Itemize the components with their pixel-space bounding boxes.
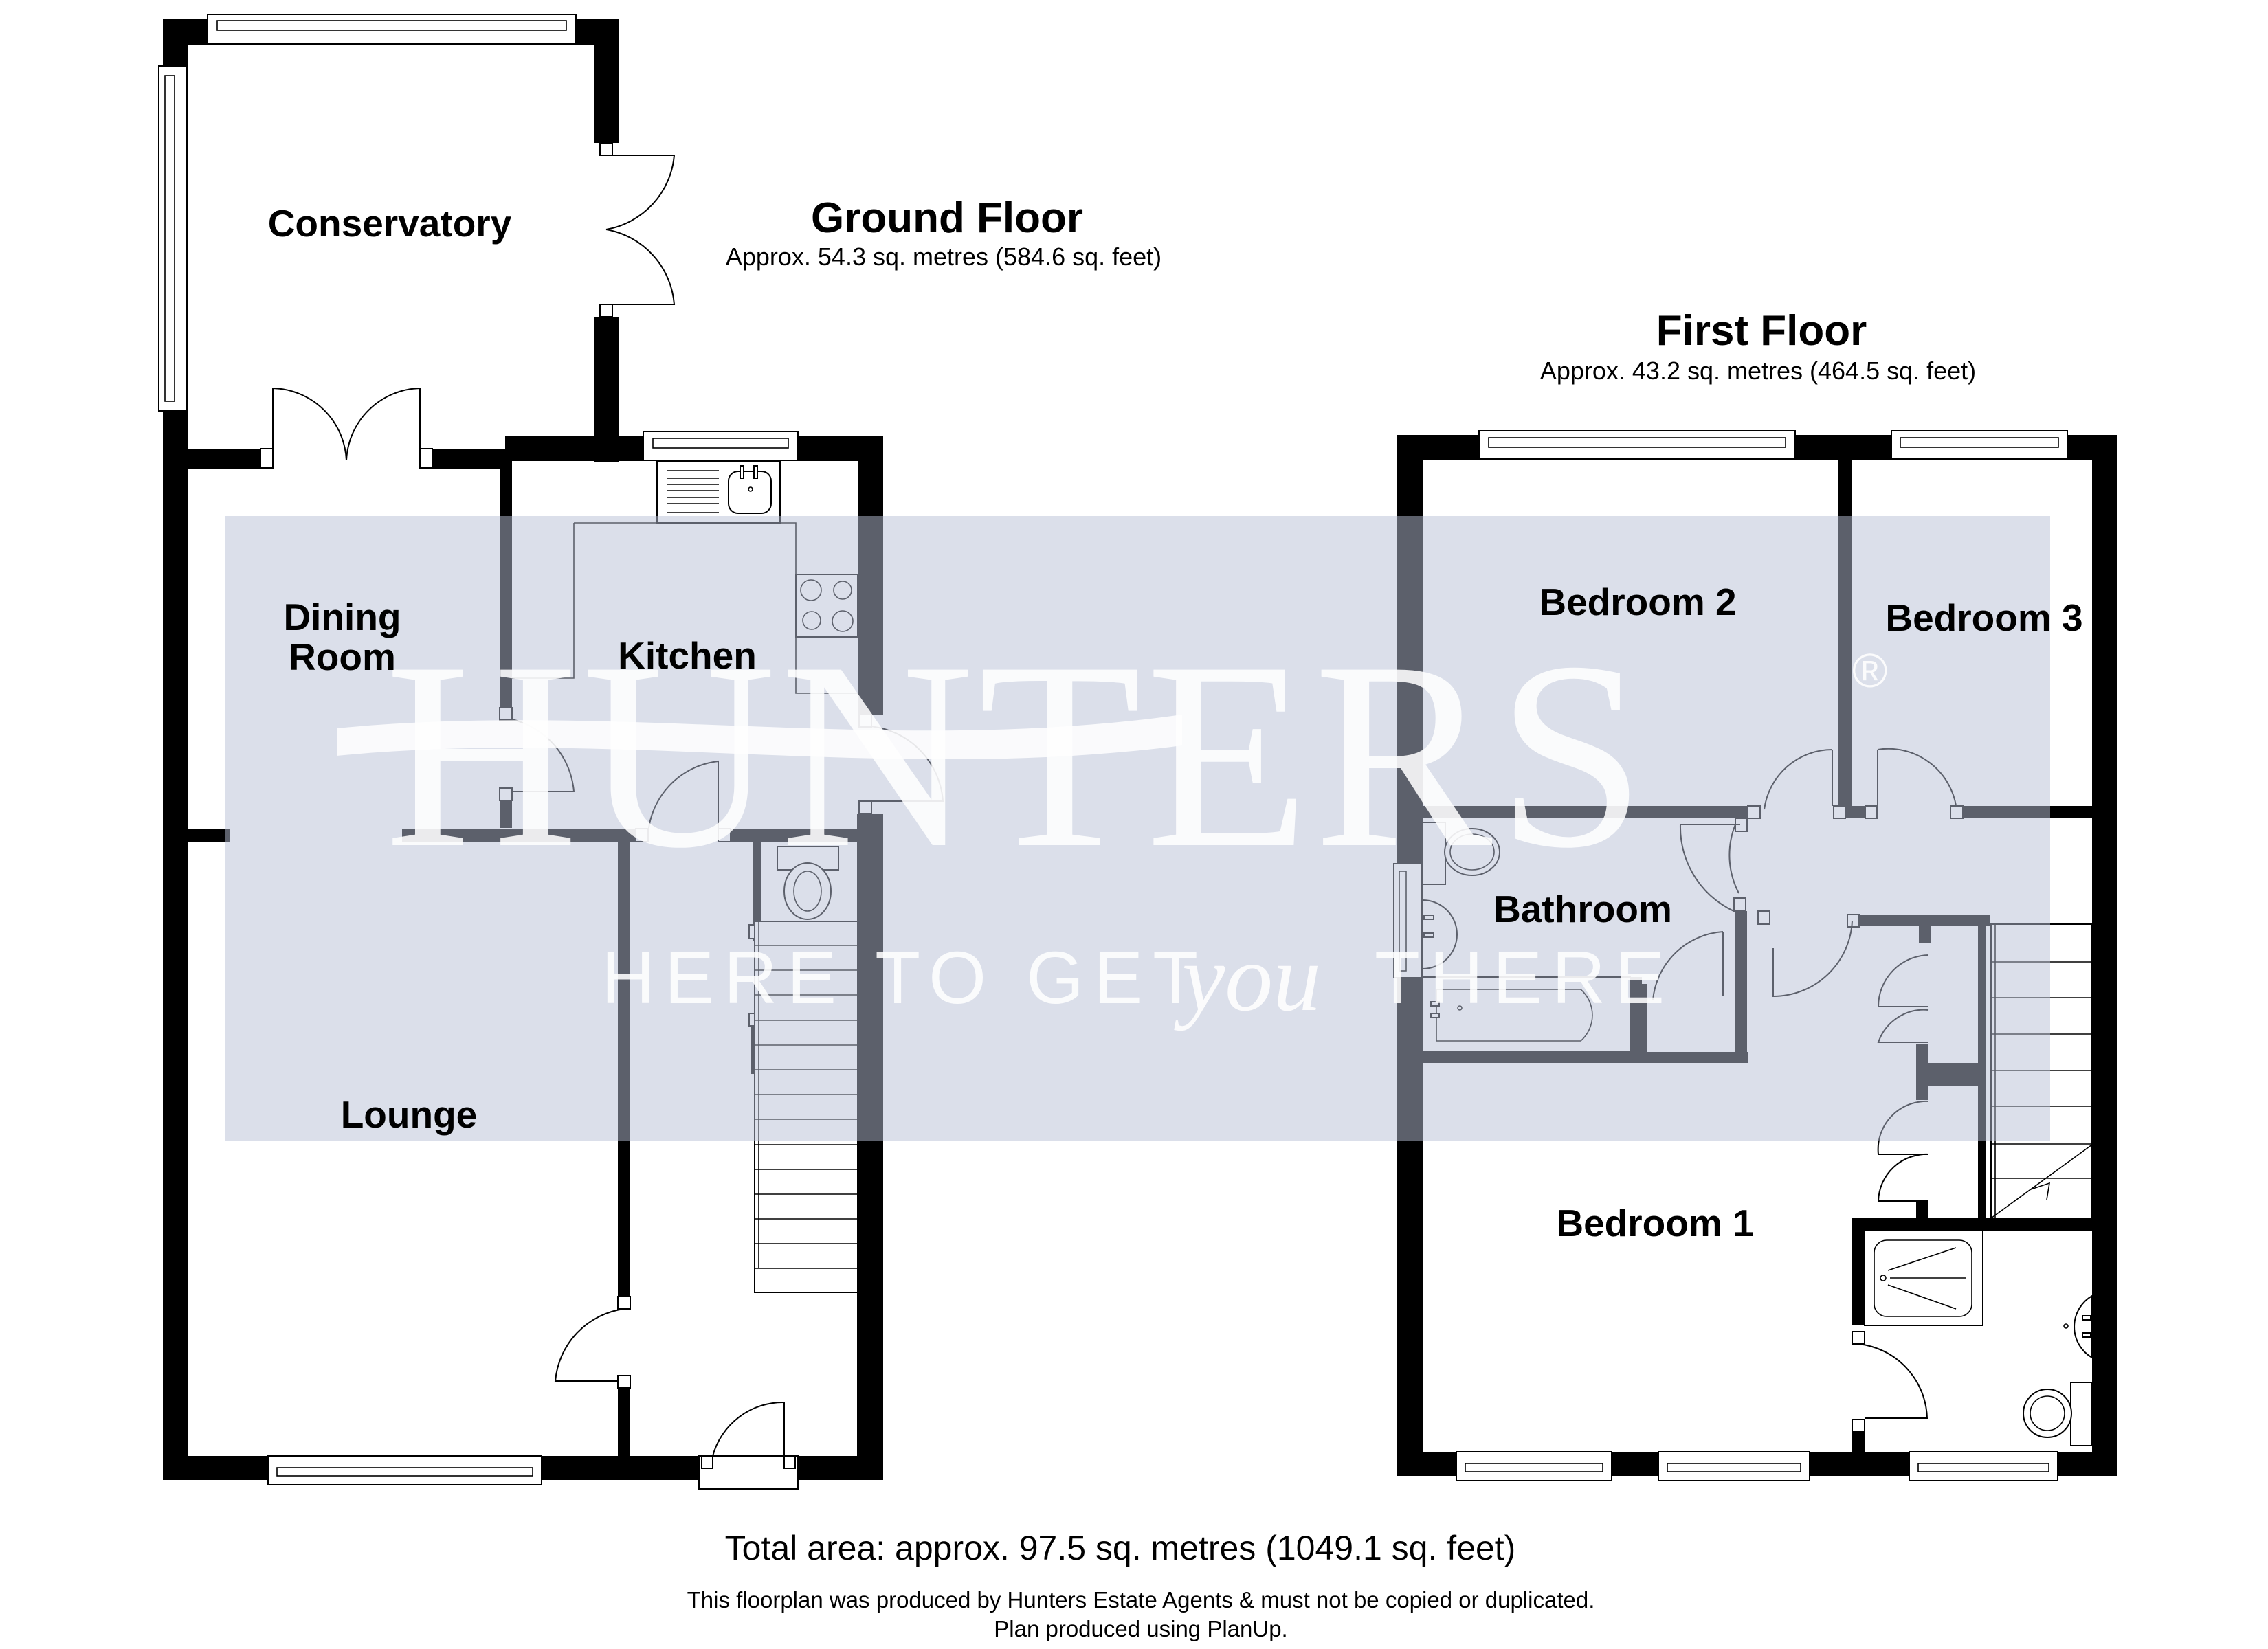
disclaimer: This floorplan was produced by Hunters E… [687, 1587, 1595, 1613]
kitchen-window [643, 431, 799, 461]
dining-top-wall [163, 388, 505, 469]
label-lounge: Lounge [341, 1093, 478, 1136]
hunters-watermark: HUNTERS ® HERE TO GET you THERE [225, 516, 2050, 1141]
footer: Total area: approx. 97.5 sq. metres (104… [687, 1529, 1595, 1641]
ensuite-window [1909, 1451, 2058, 1481]
conservatory-left-window [158, 65, 188, 412]
lounge-window [267, 1455, 542, 1485]
first-floor-area: Approx. 43.2 sq. metres (464.5 sq. feet) [1540, 357, 1976, 385]
watermark-band [225, 516, 2050, 1141]
bedroom-3-window [1891, 430, 2068, 459]
ensuite-toilet-icon [2023, 1382, 2093, 1446]
watermark-tagline-part1: HERE TO GET [601, 936, 1208, 1019]
kitchen-sink-icon [656, 460, 781, 524]
label-bedroom-2: Bedroom 2 [1539, 581, 1736, 623]
watermark-registered-mark: ® [1852, 644, 1888, 697]
ensuite-shower-icon [1864, 1230, 1983, 1326]
bedroom-2-window [1478, 430, 1796, 459]
conservatory-french-doors [599, 142, 676, 317]
planup-credit: Plan produced using PlanUp. [994, 1616, 1287, 1641]
label-dining-room-line2: Room [289, 636, 396, 678]
ground-floor-area: Approx. 54.3 sq. metres (584.6 sq. feet) [726, 243, 1161, 271]
watermark-tagline-you: you [1174, 925, 1321, 1031]
first-floor-title: First Floor [1656, 307, 1867, 355]
label-kitchen: Kitchen [618, 634, 757, 677]
conservatory-top-window [207, 14, 577, 44]
watermark-wave-icon [337, 715, 1182, 760]
ground-floor-title: Ground Floor [811, 194, 1083, 242]
label-bedroom-3: Bedroom 3 [1885, 596, 2082, 639]
label-bedroom-1: Bedroom 1 [1556, 1202, 1753, 1244]
ensuite-walls [1852, 1218, 2092, 1452]
label-conservatory: Conservatory [268, 202, 512, 245]
bedroom-1-window-right [1658, 1451, 1810, 1481]
label-bathroom: Bathroom [1493, 888, 1672, 930]
label-dining-room-line1: Dining [283, 596, 401, 638]
ensuite-basin-icon [2063, 1294, 2093, 1359]
room-labels: Conservatory Dining Room Kitchen Lounge … [268, 202, 2083, 1244]
bedroom-1-window-left [1456, 1451, 1612, 1481]
watermark-tagline-part2: THERE [1375, 936, 1674, 1019]
watermark-brand: HUNTERS [385, 607, 1649, 904]
front-door [698, 1401, 799, 1490]
total-area: Total area: approx. 97.5 sq. metres (104… [725, 1529, 1516, 1567]
floor-headings: Ground Floor Approx. 54.3 sq. metres (58… [726, 194, 1976, 385]
